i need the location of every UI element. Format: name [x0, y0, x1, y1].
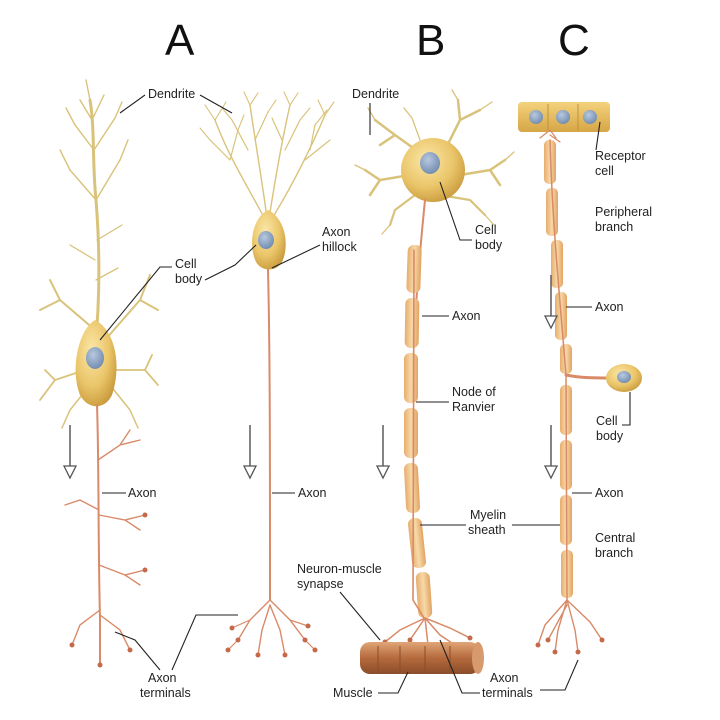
label-receptor-line2: cell	[595, 164, 614, 178]
label-axon-a-left: Axon	[128, 486, 157, 500]
label-cell-body-c-line2: body	[596, 429, 624, 443]
label-myelin-line1: Myelin	[470, 508, 506, 522]
label-muscle: Muscle	[333, 686, 373, 700]
axon-a1	[64, 404, 148, 668]
label-axon-hillock-line2: hillock	[322, 240, 357, 254]
nucleus-a2	[258, 231, 274, 249]
nucleus-a1	[86, 347, 104, 369]
label-axon-hillock-line1: Axon	[322, 225, 351, 239]
label-cell-body-c-line1: Cell	[596, 414, 618, 428]
label-axon-terminals-a-line1: Axon	[148, 671, 177, 685]
motor-neuron	[354, 89, 515, 674]
sensory-neuron	[518, 102, 642, 655]
label-axon-terminals-a-line2: terminals	[140, 686, 191, 700]
panel-label-b: B	[416, 16, 445, 65]
label-peripheral-line1: Peripheral	[595, 205, 652, 219]
label-axon-c-bottom: Axon	[595, 486, 624, 500]
label-axon-terminals-b-line1: Axon	[490, 671, 519, 685]
receptor-cells	[518, 102, 610, 132]
nucleus-c	[617, 371, 631, 383]
direction-arrow-a1	[62, 425, 78, 480]
label-synapse-line2: synapse	[297, 577, 344, 591]
label-cell-body-b-line2: body	[475, 238, 503, 252]
label-dendrite-b: Dendrite	[352, 87, 399, 101]
myelinated-axon-b	[382, 199, 473, 648]
direction-arrow-a2	[242, 425, 258, 480]
label-axon-a-right: Axon	[298, 486, 327, 500]
panel-label-c: C	[558, 16, 590, 65]
label-synapse-line1: Neuron-muscle	[297, 562, 382, 576]
label-myelin-line2: sheath	[468, 523, 506, 537]
label-cell-body-a-line2: body	[175, 272, 203, 286]
labels-panel-a: Dendrite Cell body Axon hillock Axon Axo…	[99, 87, 357, 700]
label-cell-body-b-line1: Cell	[475, 223, 497, 237]
labels-panel-b: Dendrite Cell body Axon Node of Ranvier …	[297, 87, 579, 700]
label-central-line1: Central	[595, 531, 635, 545]
label-axon-terminals-b-line2: terminals	[482, 686, 533, 700]
multipolar-neuron	[39, 79, 159, 668]
label-cell-body-a-line1: Cell	[175, 257, 197, 271]
label-node-ranvier-line1: Node of	[452, 385, 496, 399]
label-axon-c-top: Axon	[595, 300, 624, 314]
peripheral-branch	[544, 139, 572, 376]
panel-label-a: A	[165, 16, 195, 65]
dendrites-a1	[39, 79, 159, 429]
muscle-fiber	[360, 642, 484, 674]
label-dendrite-a: Dendrite	[148, 87, 195, 101]
central-branch	[535, 374, 605, 655]
pyramidal-neuron	[199, 91, 335, 658]
direction-arrow-c2	[543, 425, 559, 480]
label-axon-b: Axon	[452, 309, 481, 323]
dendrites-a2	[199, 91, 335, 226]
direction-arrow-c1	[543, 275, 559, 330]
labels-panel-c: Receptor cell Peripheral branch Axon Cel…	[566, 121, 652, 560]
label-node-ranvier-line2: Ranvier	[452, 400, 495, 414]
label-peripheral-line2: branch	[595, 220, 633, 234]
nucleus-b	[420, 152, 440, 174]
label-receptor-line1: Receptor	[595, 149, 646, 163]
label-central-line2: branch	[595, 546, 633, 560]
axon-a2	[225, 269, 318, 658]
direction-arrow-b	[375, 425, 391, 480]
